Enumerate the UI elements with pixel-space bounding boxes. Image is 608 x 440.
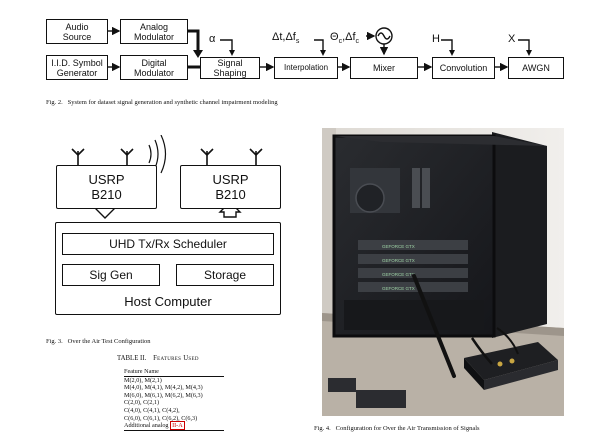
gpu-label: GEFORCE GTX [382, 258, 415, 263]
interpolation-box: Interpolation [274, 57, 338, 79]
convolution-box: Convolution [432, 57, 495, 79]
table-row: M(4,0), M(4,1), M(4,2), M(4,3) [124, 384, 203, 392]
fig4-caption: Fig. 4. Configuration for Over the Air T… [314, 425, 480, 432]
x-symbol: X [508, 33, 516, 45]
table-row: C(6,0), C(6,1), C(6,2), C(6,3) [124, 414, 198, 422]
gpu-stack [358, 240, 468, 292]
section-ref-link[interactable]: II-A [170, 421, 185, 431]
fig4-photo-drawing: GEFORCE GTX GEFORCE GTX GEFORCE GTX GEFO… [322, 128, 564, 416]
awgn-box: AWGN [508, 57, 564, 79]
gpu-label: GEFORCE GTX [382, 272, 415, 277]
fig4-photo: GEFORCE GTX GEFORCE GTX GEFORCE GTX GEFO… [322, 128, 564, 416]
uhd-scheduler-box: UHD Tx/Rx Scheduler [62, 233, 274, 255]
storage-box: Storage [176, 264, 274, 286]
table-row: C(4,0), C(4,1), C(4,2), [124, 406, 180, 414]
gpu-label: GEFORCE GTX [382, 244, 415, 249]
h-symbol: H [432, 33, 440, 45]
table-row: C(2,0), C(2,1) [124, 399, 160, 407]
table-row: M(2,0), M(2,1) [124, 376, 162, 384]
fig3-caption: Fig. 3. Over the Air Test Configuration [46, 338, 151, 345]
gpu-label: GEFORCE GTX [382, 286, 415, 291]
fig2-caption: Fig. 2. System for dataset signal genera… [46, 99, 278, 106]
table-row: Additional analog II-A [124, 421, 224, 431]
theta-delta-fc-symbol: Θc,Δfc [330, 31, 360, 46]
delta-t-f-symbol: Δt,Δfs [272, 31, 300, 46]
table2-header: Feature Name [124, 368, 224, 377]
alpha-symbol: α [209, 33, 216, 45]
mixer-box: Mixer [350, 57, 418, 79]
sig-gen-box: Sig Gen [62, 264, 160, 286]
table-row: M(6,0), M(6,1), M(6,2), M(6,3) [124, 391, 203, 399]
table2-title: TABLE II. Features Used [117, 355, 199, 362]
table2: Feature Name M(2,0), M(2,1) M(4,0), M(4,… [124, 368, 224, 431]
fig2-connectors [108, 26, 532, 72]
